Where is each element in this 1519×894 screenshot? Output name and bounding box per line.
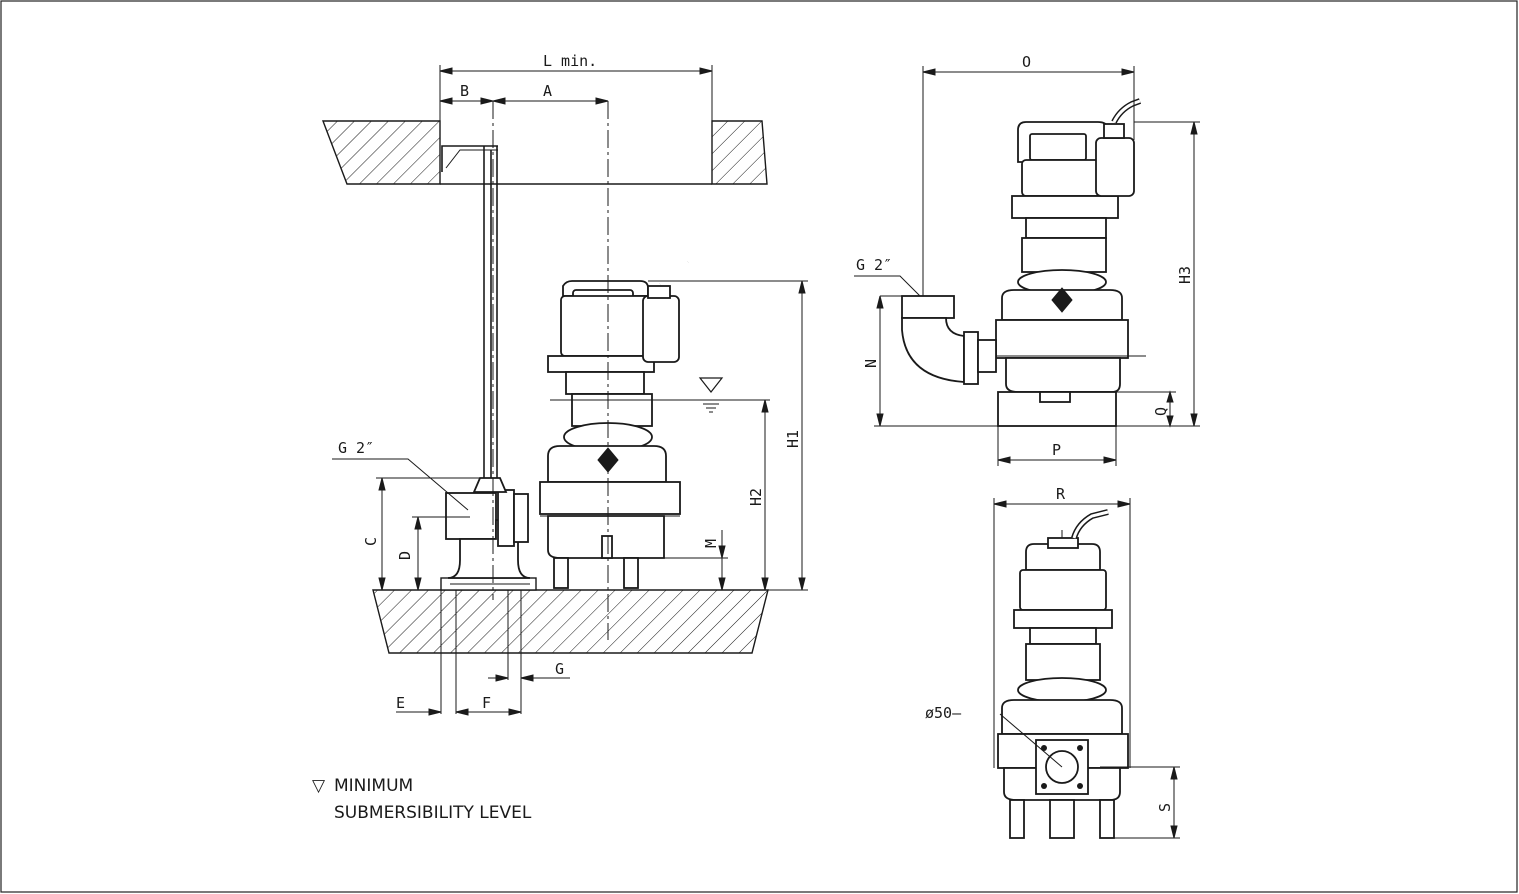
pump-side bbox=[539, 260, 689, 589]
ceiling-slab bbox=[321, 120, 768, 185]
label-m: M bbox=[702, 539, 720, 548]
label-n: N bbox=[862, 359, 880, 368]
rear-view: R ø50— S bbox=[925, 485, 1180, 840]
label-q: Q bbox=[1152, 407, 1170, 416]
dim-a-b: B A bbox=[439, 82, 609, 105]
label-phi50: ø50— bbox=[925, 704, 962, 722]
dim-m: M bbox=[664, 530, 728, 591]
dim-h2: H2 bbox=[747, 399, 769, 591]
dim-h1: H1 bbox=[648, 280, 808, 591]
label-c: C bbox=[362, 537, 380, 546]
discharge-base-elbow bbox=[445, 477, 531, 585]
label-h2: H2 bbox=[747, 488, 765, 506]
label-r: R bbox=[1056, 485, 1066, 503]
dim-h3: H3 bbox=[1116, 121, 1200, 427]
side-installation-view: L min. B A G 2″ C D bbox=[321, 52, 808, 716]
label-a: A bbox=[543, 82, 552, 100]
dim-c-d: C D bbox=[362, 477, 500, 591]
dim-s: S bbox=[1100, 766, 1180, 839]
label-h3: H3 bbox=[1176, 266, 1194, 284]
label-e: E bbox=[396, 694, 405, 712]
legend-symbol: ▽ bbox=[312, 776, 326, 796]
label-s: S bbox=[1156, 803, 1174, 812]
front-view: O G 2″ N H3 Q bbox=[854, 53, 1200, 466]
g2-leader-front: G 2″ bbox=[854, 256, 921, 297]
min-water-level bbox=[550, 377, 770, 413]
guide-rail bbox=[483, 146, 498, 480]
dim-e-f-g: E F G bbox=[396, 590, 570, 716]
g2-leader-side: G 2″ bbox=[332, 439, 469, 511]
legend-line-1: MINIMUM bbox=[334, 776, 413, 796]
label-d: D bbox=[396, 551, 414, 560]
dim-r: R bbox=[993, 485, 1131, 768]
label-g2-front: G 2″ bbox=[856, 256, 892, 274]
label-f: F bbox=[482, 694, 491, 712]
label-p: P bbox=[1052, 441, 1061, 459]
dim-p: P bbox=[997, 426, 1117, 466]
floor-slab bbox=[372, 577, 769, 654]
label-l-min: L min. bbox=[543, 52, 597, 70]
dim-n: N bbox=[862, 295, 1000, 427]
label-b: B bbox=[460, 82, 469, 100]
dim-l-min: L min. bbox=[439, 52, 713, 121]
legend-line-2: SUBMERSIBILITY LEVEL bbox=[334, 803, 532, 823]
label-g: G bbox=[555, 660, 564, 678]
label-o: O bbox=[1022, 53, 1031, 71]
label-g2-side: G 2″ bbox=[338, 439, 374, 457]
label-h1: H1 bbox=[784, 430, 802, 448]
dim-o: O bbox=[922, 53, 1135, 296]
legend: ▽ MINIMUM SUBMERSIBILITY LEVEL bbox=[312, 776, 532, 823]
phi50-leader: ø50— bbox=[925, 704, 1063, 768]
dim-q: Q bbox=[1116, 390, 1176, 428]
